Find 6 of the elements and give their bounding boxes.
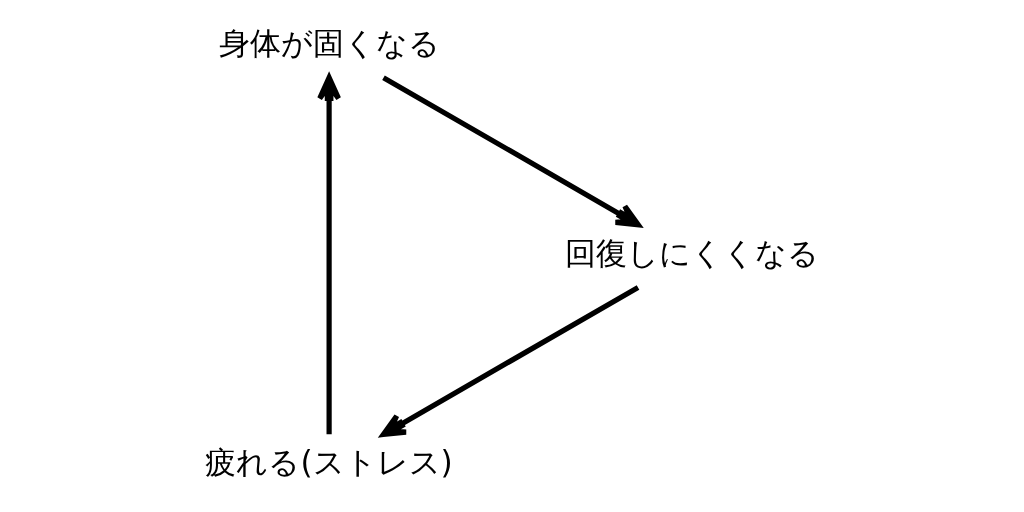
arrow [380,285,639,438]
arrow [381,75,641,228]
node-text: 身体が固くなる [218,24,440,61]
node-text: 回復しにくくなる [564,234,819,271]
node-text: 疲れる(ストレス) [204,444,453,481]
arrow [316,74,341,435]
